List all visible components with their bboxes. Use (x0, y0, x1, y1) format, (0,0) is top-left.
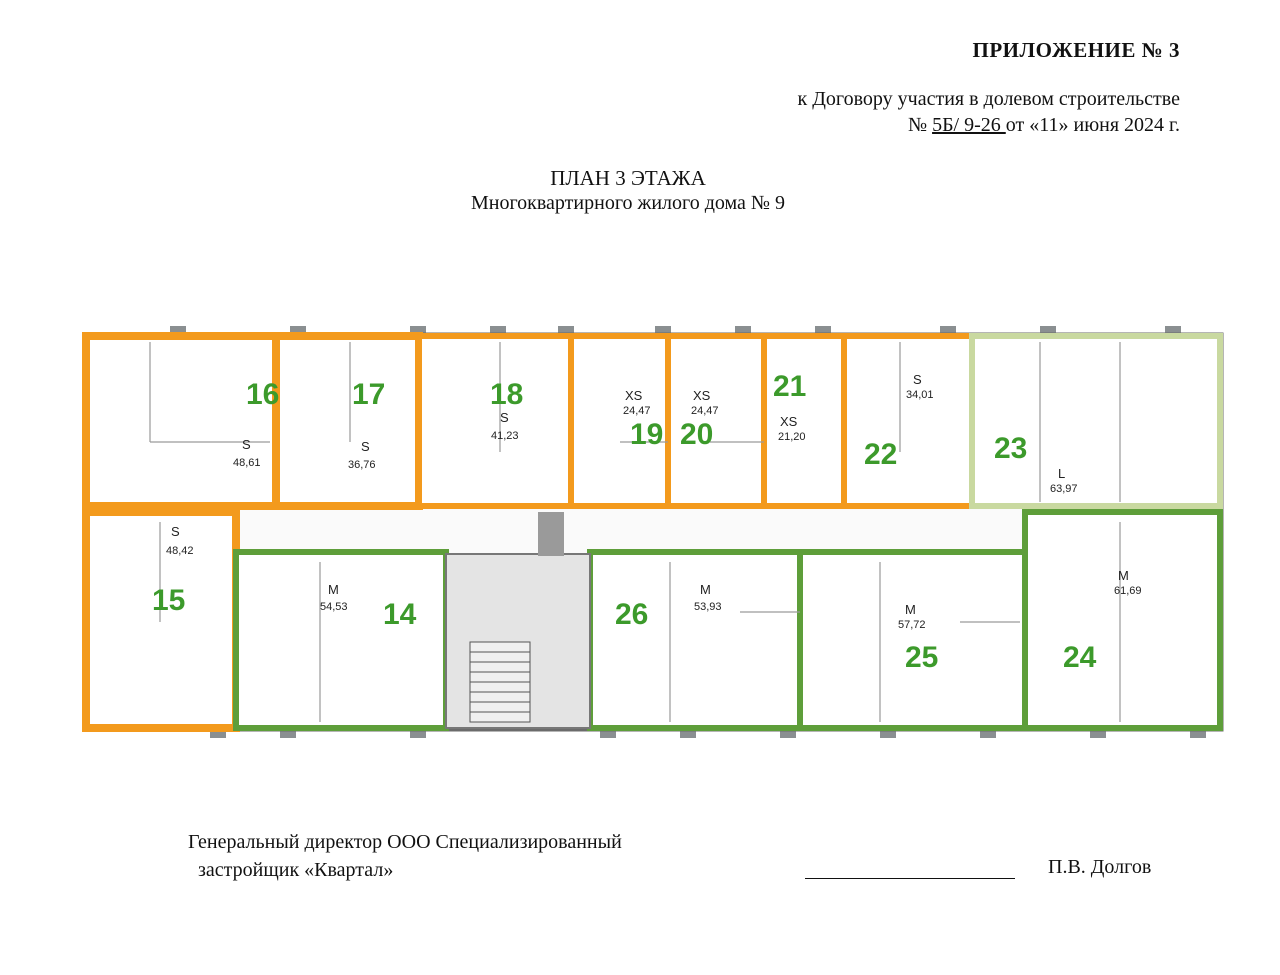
apt-number-17: 17 (352, 378, 385, 411)
apt-area-16: 48,61 (233, 457, 261, 469)
apt-size-23: L (1058, 466, 1065, 481)
apt-number-25: 25 (905, 641, 938, 674)
signature-line (805, 878, 1015, 879)
apt-area-18: 41,23 (491, 430, 519, 442)
apt-area-17: 36,76 (348, 459, 376, 471)
apt-area-24: 61,69 (1114, 585, 1142, 597)
apartment-numbers: 16 17 18 19 20 21 22 23 15 14 26 25 24 (152, 370, 1097, 674)
interior-walls (149, 342, 1121, 722)
apt-number-18: 18 (490, 378, 523, 411)
bottom-apartments (82, 508, 1223, 732)
contract-date: от «11» июня 2024 г. (1005, 114, 1180, 136)
apt-area-25: 57,72 (898, 619, 926, 631)
apt-number-15: 15 (152, 584, 185, 617)
floor-plan-drawing: 16 17 18 19 20 21 22 23 15 14 26 25 24 S… (82, 326, 1224, 738)
stairwell (469, 641, 531, 723)
apt-size-20: XS (693, 388, 711, 403)
apt-area-20: 24,47 (691, 405, 719, 417)
signatory-title: Генеральный директор ООО Специализирован… (188, 831, 622, 853)
apt-number-21: 21 (773, 370, 806, 403)
plan-subtitle: Многоквартирного жилого дома № 9 (470, 192, 786, 214)
apt-number-16: 16 (246, 378, 279, 411)
apt-number-24: 24 (1063, 641, 1097, 674)
apt-size-17: S (361, 439, 370, 454)
apt-size-26: M (700, 582, 711, 597)
apt-size-25: M (905, 602, 916, 617)
apt-area-26: 53,93 (694, 601, 722, 613)
signatory-company: застройщик «Квартал» (198, 859, 394, 881)
apt-area-19: 24,47 (623, 405, 651, 417)
top-apartments (82, 332, 1223, 510)
apartment-size-labels: S 48,61 S 36,76 S 41,23 XS 24,47 XS 24,4… (166, 372, 1142, 631)
appendix-title: ПРИЛОЖЕНИЕ № 3 (972, 38, 1180, 62)
apt-size-19: XS (625, 388, 643, 403)
apt-size-14: M (328, 582, 339, 597)
floor-plan: 16 17 18 19 20 21 22 23 15 14 26 25 24 S… (80, 322, 1225, 742)
contract-number-line: № 5Б/ 9-26 от «11» июня 2024 г. (908, 114, 1180, 137)
apt-area-21: 21,20 (778, 431, 806, 443)
apt-size-21: XS (780, 414, 798, 429)
apt-size-18: S (500, 410, 509, 425)
apt-area-14: 54,53 (320, 601, 348, 613)
apt-size-15: S (171, 524, 180, 539)
plan-title: ПЛАН 3 ЭТАЖА (550, 166, 706, 190)
contract-reference: к Договору участия в долевом строительст… (797, 88, 1180, 110)
apt-number-14: 14 (383, 598, 417, 631)
apt-size-22: S (913, 372, 922, 387)
signature-block: Генеральный директор ООО Специализирован… (188, 828, 622, 884)
apt-area-22: 34,01 (906, 389, 934, 401)
apt-number-22: 22 (864, 438, 897, 471)
apt-area-15: 48,42 (166, 545, 194, 557)
signer-name: П.В. Долгов (1048, 856, 1152, 878)
apt-number-19: 19 (630, 418, 663, 451)
window-marks (170, 326, 1206, 738)
contract-number-prefix: № (907, 114, 933, 136)
apt-size-16: S (242, 437, 251, 452)
apt-number-20: 20 (680, 418, 713, 451)
apt-area-23: 63,97 (1050, 483, 1078, 495)
contract-number: 5Б/ 9-26 (932, 114, 1006, 136)
apt-number-23: 23 (994, 432, 1027, 465)
apt-number-26: 26 (615, 598, 648, 631)
apt-size-24: M (1118, 568, 1129, 583)
